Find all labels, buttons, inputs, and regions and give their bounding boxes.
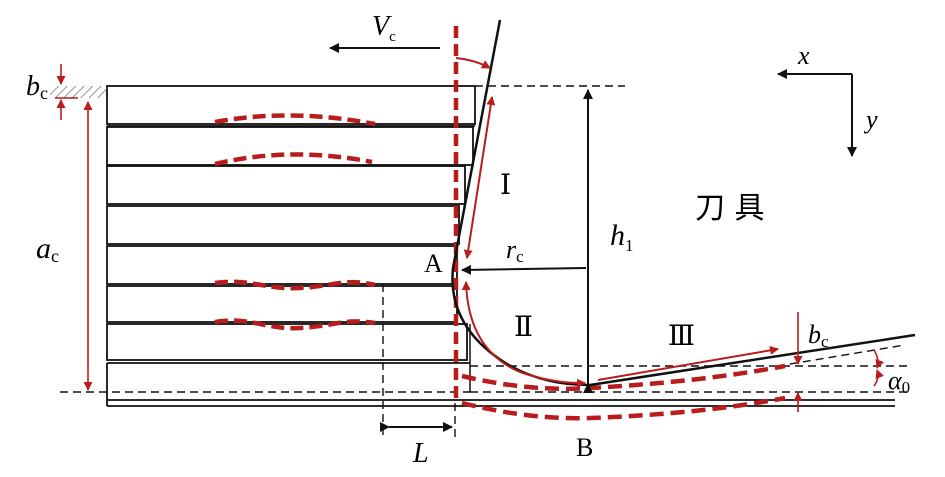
label-ac: ac bbox=[36, 232, 59, 266]
label-alpha0: α0 bbox=[888, 366, 910, 397]
label-bc-right: bc bbox=[808, 320, 829, 351]
label-y-axis: y bbox=[863, 105, 878, 134]
label-point-a: A bbox=[424, 249, 443, 278]
label-x-axis: x bbox=[797, 41, 810, 70]
labels: Vc bc ac x y A B Ⅰ Ⅱ Ⅲ rc h1 刀 具 bc α0 L bbox=[26, 11, 910, 469]
zone-arrows bbox=[455, 57, 779, 388]
label-zone-1: Ⅰ bbox=[500, 170, 511, 201]
label-bc-left: bc bbox=[26, 71, 48, 103]
label-vc: Vc bbox=[372, 11, 396, 45]
label-length-l: L bbox=[412, 438, 429, 469]
label-h1: h1 bbox=[610, 219, 634, 255]
chip-deformation-waves bbox=[214, 113, 376, 331]
coordinate-axes bbox=[777, 69, 857, 157]
reference-dashed-lines bbox=[60, 85, 910, 440]
label-point-b: B bbox=[576, 433, 593, 462]
label-zone-3: Ⅲ bbox=[668, 321, 695, 352]
label-zone-2: Ⅱ bbox=[514, 312, 533, 343]
dimension-lines-red bbox=[55, 64, 885, 412]
dimension-lines-black bbox=[329, 43, 593, 432]
label-rc: rc bbox=[506, 235, 524, 266]
label-tool: 刀 具 bbox=[695, 191, 765, 226]
